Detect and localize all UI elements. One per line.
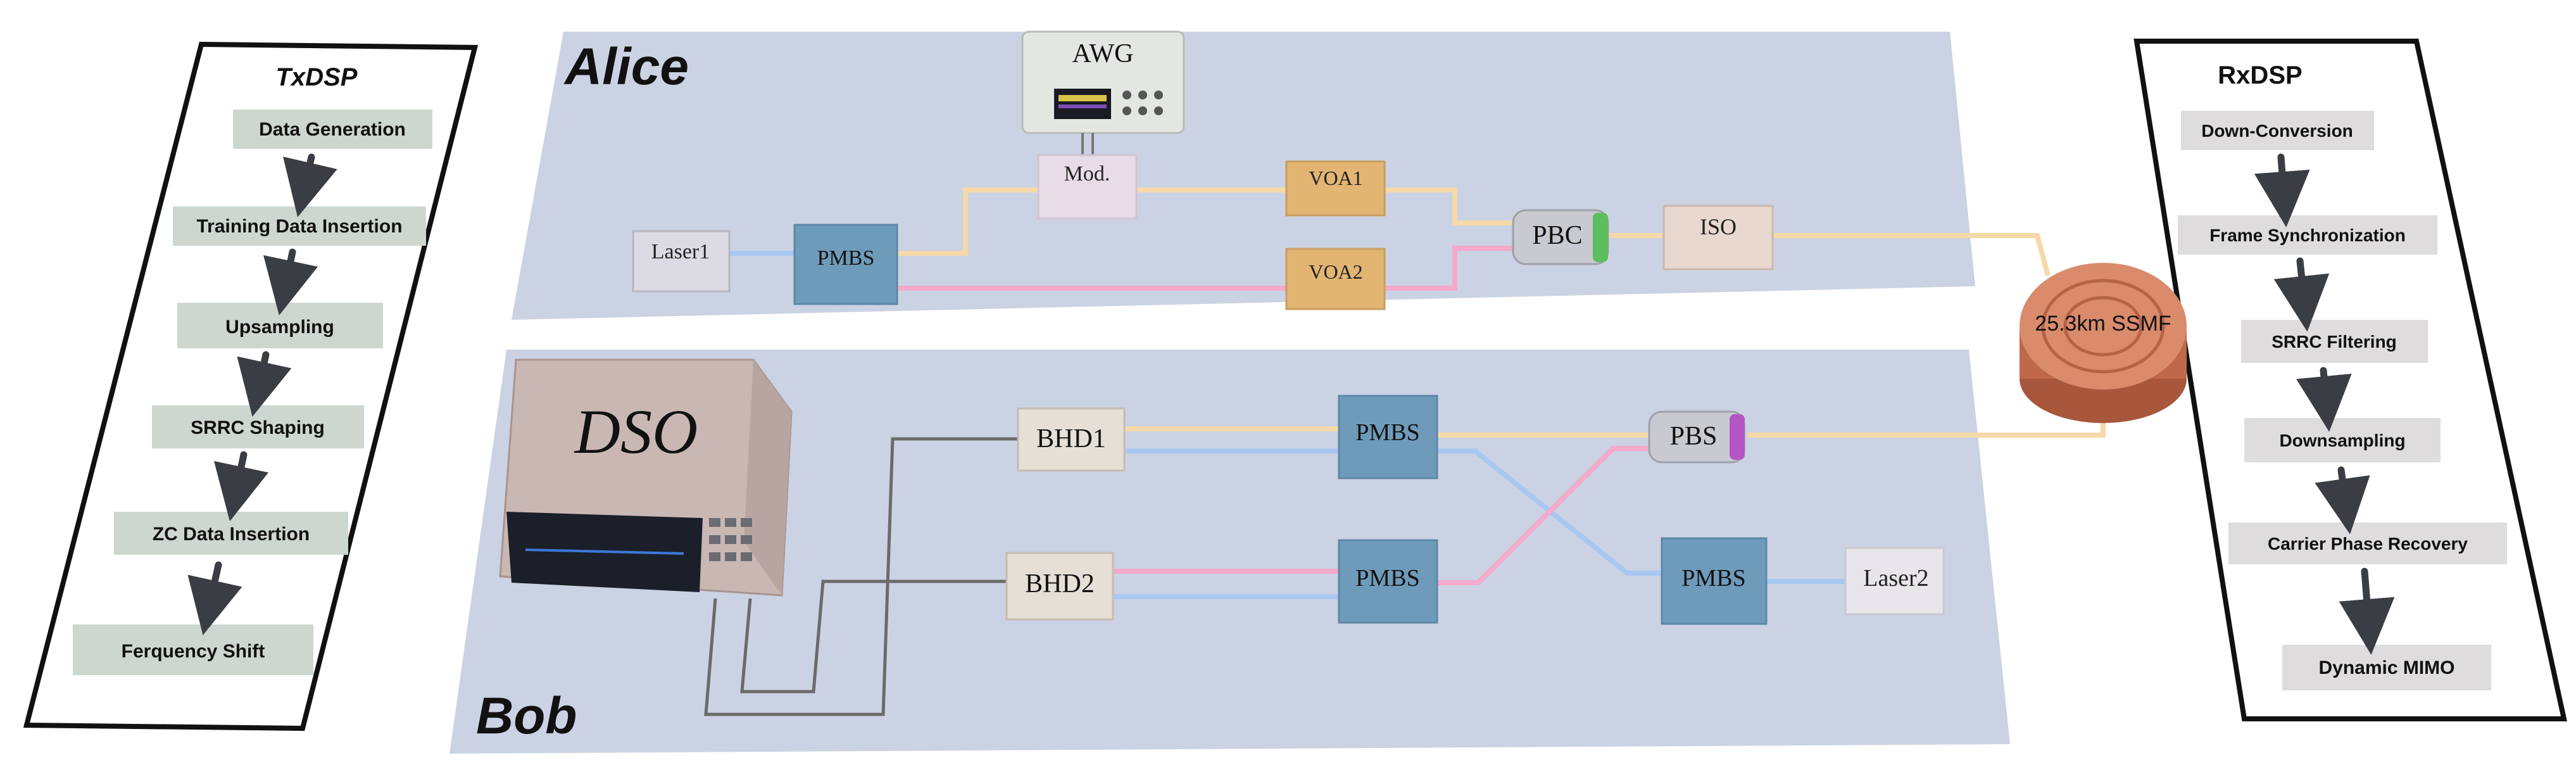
bob-pmbs-3-label: PMBS bbox=[1681, 565, 1745, 592]
isolator-label: ISO bbox=[1700, 214, 1737, 239]
fiber-spool: 25.3km SSMF bbox=[2020, 263, 2187, 423]
iso-to-spool-line bbox=[1773, 233, 2051, 277]
alice-label: Alice bbox=[563, 38, 689, 96]
rx-step-5: Carrier Phase Recovery bbox=[2268, 534, 2468, 554]
rx-arrow-1 bbox=[2254, 153, 2310, 227]
txdsp-panel: TxDSP Data Generation Training Data Inse… bbox=[23, 41, 479, 732]
tx-step-3: Upsampling bbox=[225, 317, 334, 338]
bhd1-rf-cable bbox=[704, 437, 1019, 716]
tx-arrow-3 bbox=[237, 351, 292, 417]
alice-stage: Alice AWG Laser1 bbox=[512, 30, 2051, 320]
pbc-label: PBC bbox=[1532, 221, 1582, 250]
tx-arrow-4 bbox=[213, 451, 269, 522]
rxdsp-title: RxDSP bbox=[2218, 61, 2302, 89]
laser1-box: Laser1 bbox=[632, 230, 731, 293]
pmbs-upper-path bbox=[896, 187, 1513, 256]
laser2-box: Laser2 bbox=[1844, 547, 1945, 616]
rx-arrow-3 bbox=[2296, 367, 2352, 432]
bhd2-rf-cable bbox=[740, 580, 1007, 694]
awg-screen bbox=[1054, 89, 1111, 119]
rx-step-1-box bbox=[2181, 111, 2374, 150]
pbs-label: PBS bbox=[1670, 422, 1718, 451]
tx-arrow-1 bbox=[283, 153, 337, 217]
alice-pmbs-label: PMBS bbox=[817, 246, 875, 270]
rx-arrow-5 bbox=[2339, 567, 2395, 655]
bob-pmbs-2-box: PMBS bbox=[1338, 539, 1438, 624]
bob-pmbs-1-box: PMBS bbox=[1338, 395, 1438, 479]
bhd1-label: BHD1 bbox=[1036, 424, 1106, 453]
voa2-label: VOA2 bbox=[1309, 260, 1362, 283]
bob-fibers bbox=[1111, 405, 2106, 599]
txdsp-title: TxDSP bbox=[276, 63, 358, 91]
laser1-label: Laser1 bbox=[651, 240, 710, 263]
rx-arrows bbox=[2254, 153, 2395, 655]
voa2-box: VOA2 bbox=[1285, 248, 1386, 310]
dso-instrument: DSO bbox=[499, 358, 793, 597]
pmbs2-to-pbs-pink bbox=[1437, 446, 1652, 585]
tx-step-6: Ferquency Shift bbox=[122, 641, 265, 662]
rf-cables bbox=[704, 437, 1019, 716]
bhd2-label: BHD2 bbox=[1025, 569, 1095, 598]
tx-arrow-5 bbox=[187, 561, 242, 635]
tx-step-4: SRRC Shaping bbox=[191, 417, 325, 438]
bob-label: Bob bbox=[476, 687, 577, 745]
alice-pmbs-box: PMBS bbox=[793, 224, 898, 305]
dso-label: DSO bbox=[574, 396, 698, 467]
tx-step-5: ZC Data Insertion bbox=[153, 524, 310, 545]
rx-arrow-4 bbox=[2315, 466, 2370, 535]
pbs-component: PBS bbox=[1648, 410, 1745, 464]
bob-pmbs-2-label: PMBS bbox=[1355, 565, 1419, 592]
bob-pmbs-1-label: PMBS bbox=[1355, 419, 1419, 446]
awg-instrument: AWG bbox=[1021, 30, 1185, 157]
rx-step-2: Frame Synchronization bbox=[2209, 225, 2406, 245]
tx-step-1-box bbox=[233, 110, 432, 149]
rx-arrow-2 bbox=[2273, 257, 2330, 332]
tx-step-1: Data Generation bbox=[259, 119, 406, 140]
bob-stage: Bob DSO bbox=[449, 350, 2106, 754]
bhd2-box: BHD2 bbox=[1005, 552, 1114, 621]
alice-platform bbox=[512, 32, 1975, 320]
rx-step-3-box bbox=[2241, 320, 2428, 363]
rx-step-3: SRRC Filtering bbox=[2271, 332, 2397, 352]
laser2-label: Laser2 bbox=[1863, 565, 1928, 592]
modulator-box: Mod. bbox=[1037, 154, 1138, 220]
tx-step-2: Training Data Insertion bbox=[196, 216, 402, 237]
awg-label: AWG bbox=[1072, 39, 1134, 68]
modulator-label: Mod. bbox=[1064, 162, 1110, 186]
rx-step-1: Down-Conversion bbox=[2201, 121, 2353, 141]
pmbs-lower-path bbox=[896, 246, 1513, 291]
fiber-spool-label: 25.3km SSMF bbox=[2035, 312, 2171, 336]
tx-arrow-2 bbox=[263, 248, 318, 316]
pbc-component: PBC bbox=[1512, 209, 1609, 265]
isolator-box: ISO bbox=[1662, 205, 1774, 270]
bob-pmbs-3-box: PMBS bbox=[1661, 537, 1768, 625]
voa1-box: VOA1 bbox=[1285, 160, 1386, 217]
rx-step-6: Dynamic MIMO bbox=[2318, 657, 2454, 678]
voa1-label: VOA1 bbox=[1309, 167, 1362, 189]
rx-step-4: Downsampling bbox=[2279, 431, 2405, 450]
tx-arrows bbox=[187, 153, 337, 635]
rxdsp-panel: RxDSP Down-Conversion Frame Synchronizat… bbox=[2133, 39, 2567, 721]
bhd1-box: BHD1 bbox=[1017, 407, 1126, 472]
